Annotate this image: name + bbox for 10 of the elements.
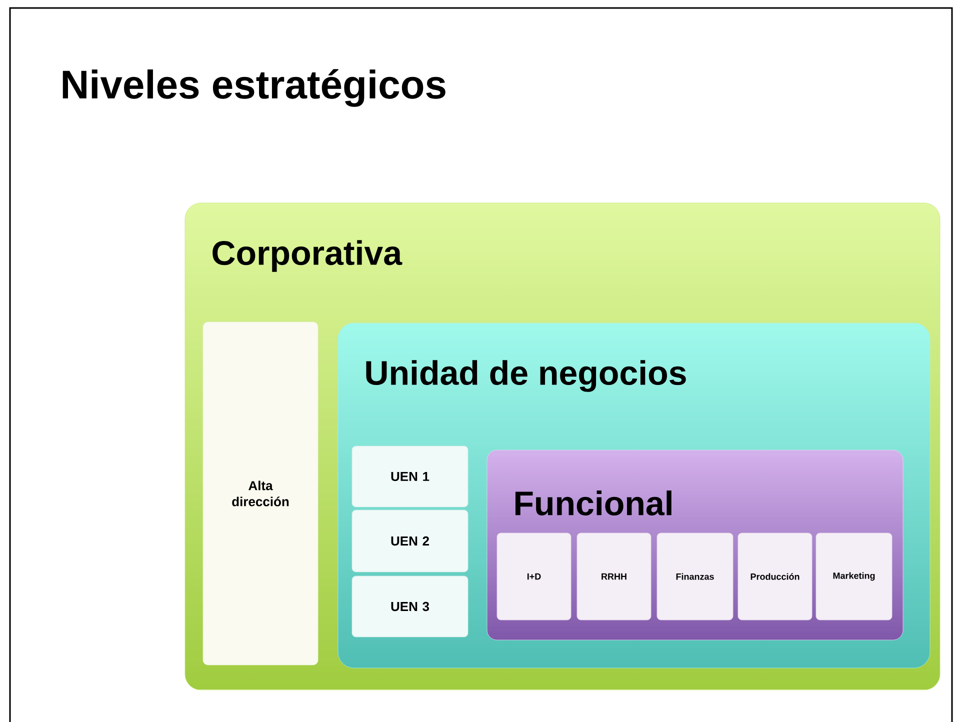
- label-box: Marketing: [816, 532, 892, 620]
- title: Niveles estratégicos: [62, 69, 446, 107]
- label-box: UEN 2: [352, 510, 468, 572]
- label-box: UEN 3: [352, 576, 468, 638]
- label-box: Alta dirección: [202, 322, 318, 666]
- label-box: UEN 1: [352, 446, 468, 508]
- label-box: RRHH: [576, 532, 652, 620]
- label-box: Finanzas: [656, 532, 734, 620]
- label-box: I+D: [496, 532, 572, 620]
- label-box: Producción: [738, 532, 812, 620]
